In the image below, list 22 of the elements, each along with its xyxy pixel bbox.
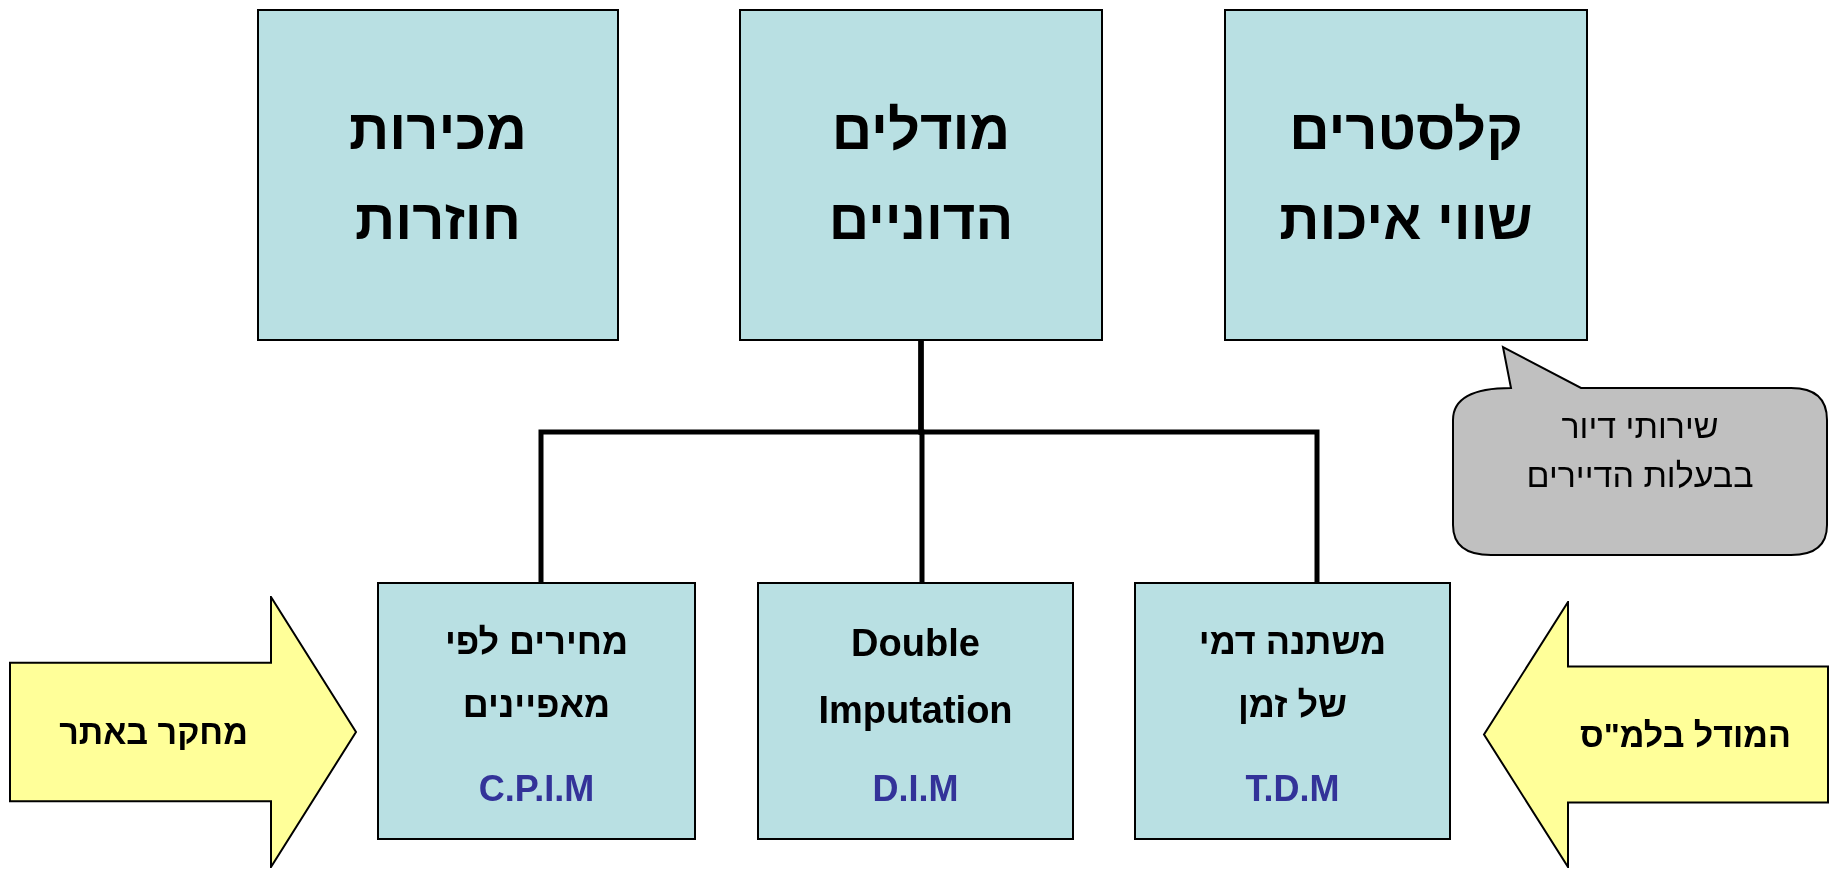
method-name: משתנה דמי של זמן: [1197, 620, 1388, 727]
method-box: [757, 582, 1074, 840]
method-code: D.I.M: [872, 768, 959, 810]
arrow-label: מחקר באתר: [59, 712, 248, 752]
arrow-shape: [1482, 601, 1829, 868]
connector-line: [918, 341, 1320, 582]
category-box: [1224, 9, 1588, 341]
box-title: מודלים הדוניים: [827, 97, 1015, 253]
method-name: Double Imputation: [817, 621, 1014, 733]
category-box: [739, 9, 1103, 341]
callout-text: שירותי דיור בבעלות הדיירים: [1525, 406, 1755, 497]
method-code: C.P.I.M: [478, 768, 595, 810]
method-box: [1134, 582, 1451, 840]
arrow-label: המודל בלמ"ס: [1580, 715, 1791, 754]
method-box: [377, 582, 696, 840]
category-box: [257, 9, 619, 341]
method-name: מחירים לפי מאפיינים: [443, 620, 630, 727]
arrow-shape: [9, 596, 358, 868]
box-title: מכירות חוזרות: [348, 97, 528, 253]
method-code: T.D.M: [1245, 768, 1340, 810]
callout-bubble: [1451, 345, 1829, 557]
box-title: קלסטרים שווי איכות: [1278, 97, 1534, 253]
